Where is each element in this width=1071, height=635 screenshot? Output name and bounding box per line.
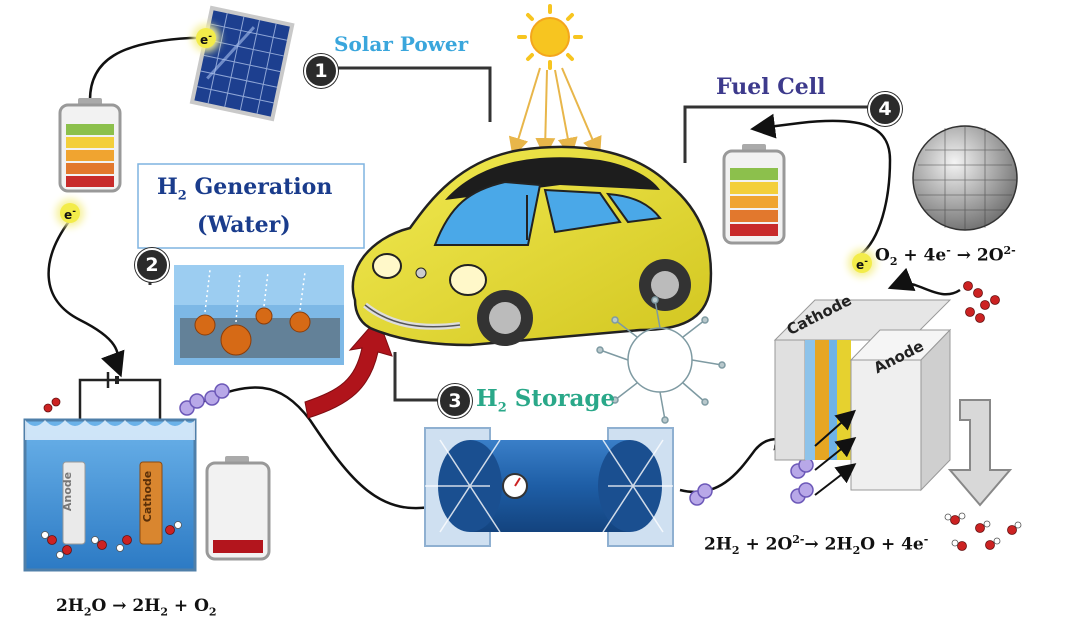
eq-sub: 2 [160, 605, 168, 619]
electron-label: e- [852, 253, 872, 273]
molecule-icon [596, 296, 726, 424]
big-red-arrow [304, 317, 393, 419]
eq-part: O → 2H [91, 596, 161, 616]
electron-sup: - [72, 207, 76, 217]
electron-label: e- [196, 28, 216, 48]
h2-generation-water-label: (Water) [197, 212, 291, 238]
electron-sup: - [864, 257, 868, 267]
battery-icon [205, 456, 271, 561]
anode-reaction-equation: 2H2 + 2O2-→ 2H2O + 4e- [704, 533, 928, 557]
battery-icon [722, 144, 786, 245]
eq-sub: 2 [889, 255, 898, 269]
eq-sup: - [946, 244, 951, 257]
eq-sup: - [923, 533, 929, 546]
step-2-badge: 2 [135, 248, 169, 282]
electron-base: e [64, 208, 73, 222]
fuel-cell-icon [773, 299, 1013, 507]
step-4-badge: 4 [868, 92, 902, 126]
electrolyzer-icon [23, 372, 197, 572]
eq-sup: 2- [1003, 244, 1016, 257]
eq-sub: 2 [83, 605, 92, 619]
eq-part: + O [167, 596, 209, 616]
eq-part: O + 4e [860, 534, 924, 555]
h2-generation-main: H [157, 174, 178, 200]
h2-storage-main: H [476, 385, 498, 412]
h2-storage-rest: Storage [506, 385, 616, 412]
h2-generation-sub: 2 [177, 188, 187, 204]
h2-generation-panel [137, 163, 365, 365]
sun-icon [508, 4, 602, 158]
eq-sup: 2- [792, 533, 805, 546]
cathode-label-electrolyzer: Cathode [141, 470, 155, 523]
fuel-cell-label: Fuel Cell [716, 74, 826, 100]
solar-panel-icon [189, 5, 295, 122]
step-3-badge: 3 [438, 384, 472, 418]
eq-part: 2H [704, 534, 732, 555]
step-1-badge: 1 [304, 54, 338, 88]
battery-icon [58, 98, 122, 193]
eq-sub: 2 [852, 544, 861, 558]
eq-part: + 4e [897, 245, 947, 266]
water-splitting-equation: 2H2O → 2H2 + O2 [56, 596, 217, 618]
eq-part: + 2O [739, 534, 793, 555]
h2-storage-sub: 2 [497, 400, 507, 416]
eq-part: 2H [56, 596, 84, 616]
electron-sup: - [208, 32, 212, 42]
eq-part: O [875, 245, 890, 266]
anode-label-electrolyzer: Anode [61, 471, 75, 512]
car-icon [351, 145, 713, 347]
cathode-reaction-equation: O2 + 4e- → 2O2- [875, 244, 1016, 268]
h2-storage-label: H2 Storage [476, 385, 615, 416]
eq-part: → 2H [804, 534, 853, 555]
hydrogen-tank-icon [424, 427, 674, 547]
eq-sub: 2 [208, 605, 217, 619]
electron-base: e [200, 33, 209, 47]
h2-generation-rest: Generation [186, 174, 333, 200]
eq-part: → 2O [950, 245, 1004, 266]
nanosphere-icon [912, 125, 1018, 231]
oxygen-molecules [950, 281, 1017, 551]
solar-power-label: Solar Power [334, 32, 469, 56]
electron-label: e- [60, 203, 80, 223]
eq-sub: 2 [731, 544, 740, 558]
electron-base: e [856, 258, 865, 272]
h2-generation-label: H2 Generation [157, 174, 332, 203]
